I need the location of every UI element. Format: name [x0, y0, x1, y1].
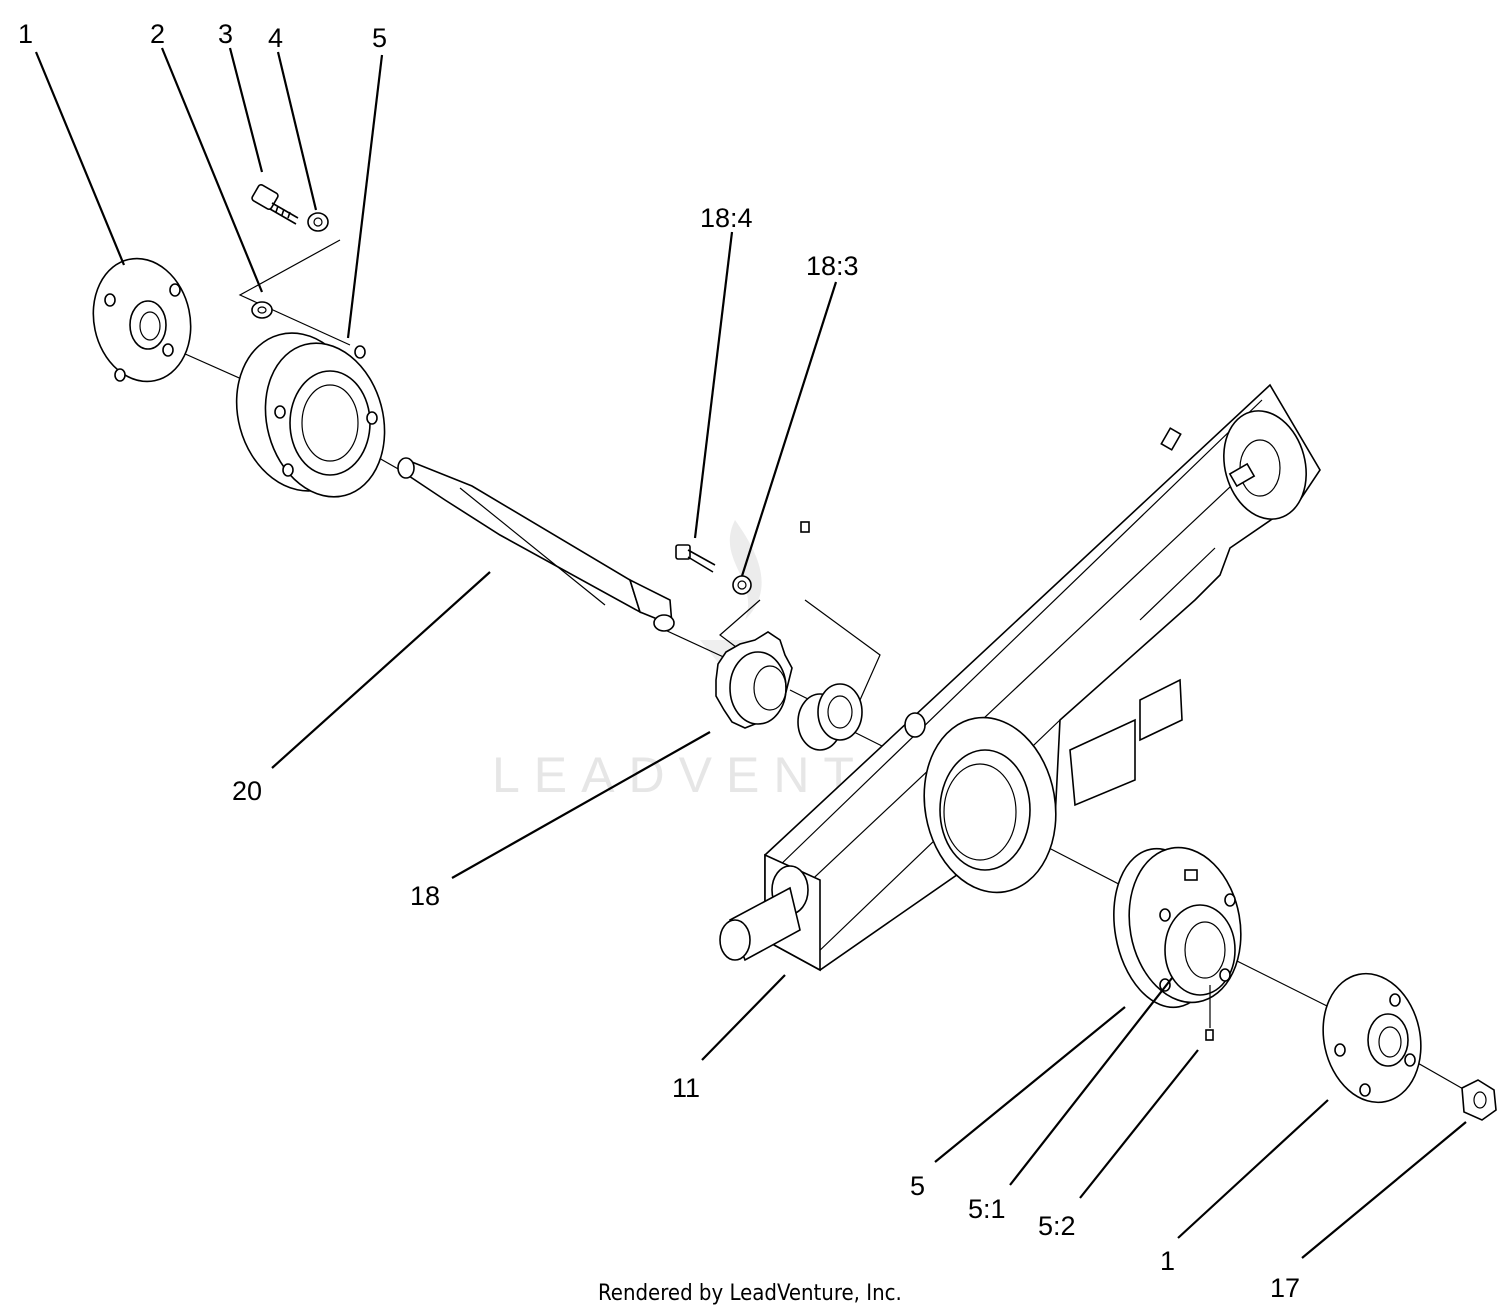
- callout-5-bottom: 5: [910, 1171, 925, 1201]
- callout-2: 2: [150, 19, 165, 49]
- callout-5-top: 5: [372, 23, 387, 53]
- bolt-18-4: [675, 544, 716, 573]
- bolt-3: [251, 184, 299, 225]
- callout-17: 17: [1270, 1273, 1300, 1303]
- washer-2: [251, 301, 273, 319]
- flange-1-right: [1322, 972, 1422, 1104]
- bearing-housing-5-bottom: [1113, 846, 1242, 1009]
- callout-labels: 1 2 3 4 5 18:4 18:3 20 18 11 5 5:1 5:2 1…: [18, 19, 1300, 1303]
- callout-3: 3: [218, 19, 233, 49]
- nut-18-3: [732, 575, 752, 595]
- callout-5-2: 5:2: [1038, 1211, 1076, 1241]
- callout-4: 4: [268, 23, 283, 53]
- bearing-housing-5-top: [235, 332, 386, 498]
- leader-lines: [34, 47, 1467, 1259]
- callout-18-3: 18:3: [806, 251, 859, 281]
- grease-fitting-5-2: [1205, 1029, 1214, 1041]
- callout-11: 11: [672, 1073, 700, 1103]
- arm-11: [719, 383, 1321, 972]
- callout-18: 18: [410, 881, 440, 911]
- nut-17: [1461, 1079, 1497, 1121]
- flange-1-left: [92, 257, 192, 383]
- sprocket-18: [715, 631, 793, 729]
- callout-1-right: 1: [1160, 1246, 1175, 1276]
- footer-credit: Rendered by LeadVenture, Inc.: [598, 1281, 902, 1306]
- set-screw: [800, 521, 810, 533]
- collar: [797, 683, 863, 751]
- shaft-20: [397, 457, 675, 632]
- callout-1-left: 1: [18, 19, 33, 49]
- nut-4: [307, 212, 329, 232]
- callout-18-4: 18:4: [700, 203, 753, 233]
- callout-20: 20: [232, 776, 262, 806]
- callout-5-1: 5:1: [968, 1194, 1006, 1224]
